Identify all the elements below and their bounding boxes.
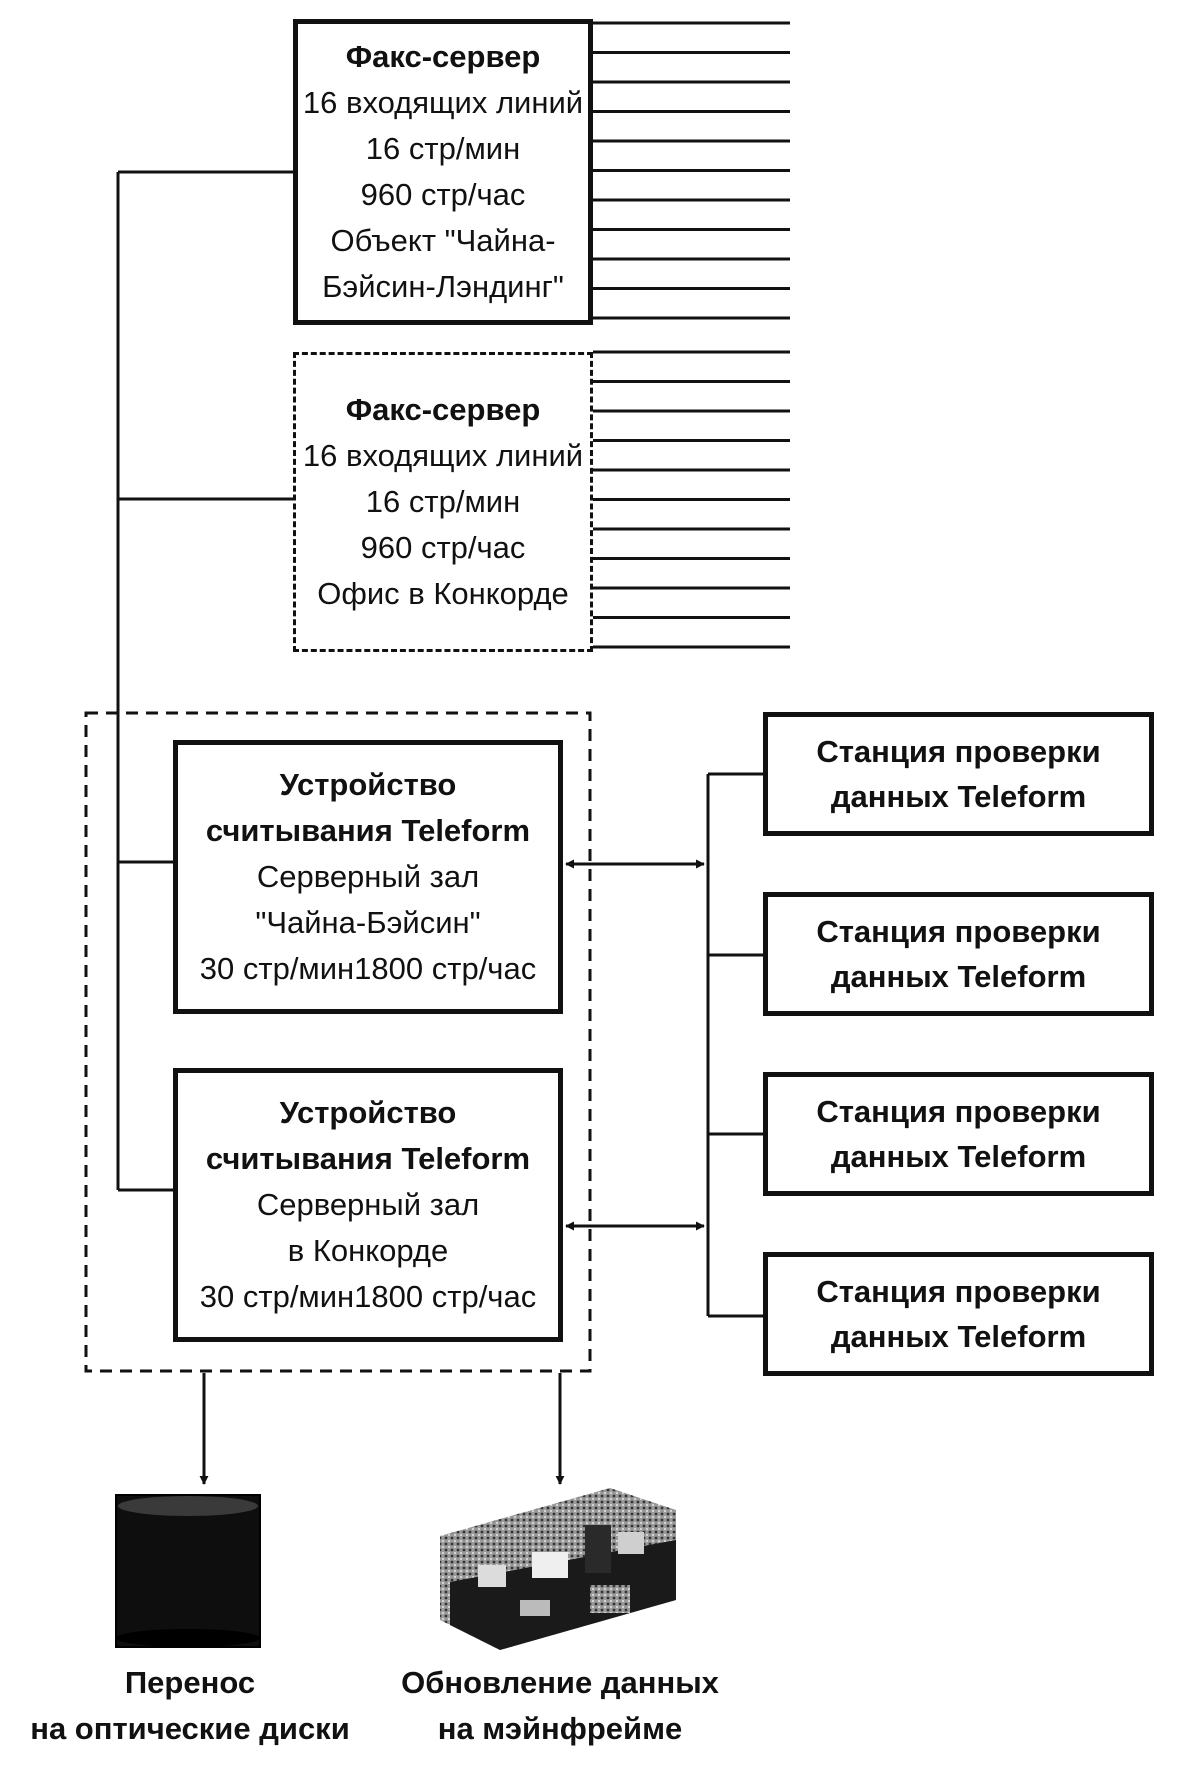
reader-2-subtitle: считывания Teleform bbox=[205, 1141, 531, 1176]
verification-station-1: Станция проверки данных Teleform bbox=[763, 712, 1154, 836]
mainframe-caption: Обновление данных на мэйнфрейме bbox=[390, 1660, 730, 1752]
fax-server-1-lines: 16 входящих линий bbox=[302, 85, 584, 120]
fax-server-1-site-b: Бэйсин-Лэндинг" bbox=[322, 269, 564, 304]
fax-server-2-site: Офис в Конкорде bbox=[317, 576, 569, 611]
station-2-line-2: данных Teleform bbox=[830, 959, 1087, 994]
reader-group-border bbox=[84, 711, 592, 1373]
verification-station-3: Станция проверки данных Teleform bbox=[763, 1072, 1154, 1196]
optical-disk-icon bbox=[115, 1494, 261, 1648]
station-2-line-1: Станция проверки bbox=[816, 914, 1101, 949]
station-1-line-2: данных Teleform bbox=[830, 779, 1087, 814]
station-4-line-1: Станция проверки bbox=[816, 1274, 1101, 1309]
fax-lines-2 bbox=[593, 350, 790, 649]
reader-1-speed: 30 стр/мин1800 стр/час bbox=[199, 951, 537, 986]
station-3-line-2: данных Teleform bbox=[830, 1139, 1087, 1174]
reader-1-room: Серверный зал bbox=[256, 859, 480, 894]
station-1-line-1: Станция проверки bbox=[816, 734, 1101, 769]
reader-2-title: Устройство bbox=[279, 1095, 457, 1130]
left-bus bbox=[116, 170, 293, 1192]
mainframe-caption-line-1: Обновление данных bbox=[401, 1665, 719, 1700]
fax-server-1-ppm: 16 стр/мин bbox=[365, 131, 521, 166]
station-bus bbox=[706, 772, 763, 1318]
fax-lines-1 bbox=[593, 21, 790, 320]
optical-caption: Перенос на оптические диски bbox=[20, 1660, 360, 1752]
fax-server-2-pph: 960 стр/час bbox=[360, 530, 526, 565]
reader-2-site: в Конкорде bbox=[287, 1233, 449, 1268]
station-4-line-2: данных Teleform bbox=[830, 1319, 1087, 1354]
verification-station-2: Станция проверки данных Teleform bbox=[763, 892, 1154, 1016]
optical-caption-line-1: Перенос bbox=[124, 1665, 256, 1700]
optical-caption-line-2: на оптические диски bbox=[30, 1711, 350, 1746]
reader-1-site: "Чайна-Бэйсин" bbox=[255, 905, 481, 940]
reader-1-subtitle: считывания Teleform bbox=[205, 813, 531, 848]
fax-server-2-ppm: 16 стр/мин bbox=[365, 484, 521, 519]
reader-2-room: Серверный зал bbox=[256, 1187, 480, 1222]
fax-server-1-site-a: Объект "Чайна- bbox=[330, 223, 556, 258]
mainframe-icon bbox=[440, 1488, 676, 1650]
station-3-line-1: Станция проверки bbox=[816, 1094, 1101, 1129]
fax-server-1-pph: 960 стр/час bbox=[360, 177, 526, 212]
teleform-reader-2-box: Устройство считывания Teleform Серверный… bbox=[173, 1068, 563, 1342]
teleform-reader-1-box: Устройство считывания Teleform Серверный… bbox=[173, 740, 563, 1014]
reader-1-title: Устройство bbox=[279, 767, 457, 802]
fax-server-2-lines: 16 входящих линий bbox=[302, 438, 584, 473]
reader-2-speed: 30 стр/мин1800 стр/час bbox=[199, 1279, 537, 1314]
mainframe-caption-line-2: на мэйнфрейме bbox=[437, 1711, 683, 1746]
verification-station-4: Станция проверки данных Teleform bbox=[763, 1252, 1154, 1376]
fax-server-2-title: Факс-сервер bbox=[345, 392, 541, 427]
fax-server-2-box: Факс-сервер 16 входящих линий 16 стр/мин… bbox=[293, 352, 593, 652]
fax-server-1-box: Факс-сервер 16 входящих линий 16 стр/мин… bbox=[293, 19, 593, 325]
fax-server-1-title: Факс-сервер bbox=[345, 39, 541, 74]
